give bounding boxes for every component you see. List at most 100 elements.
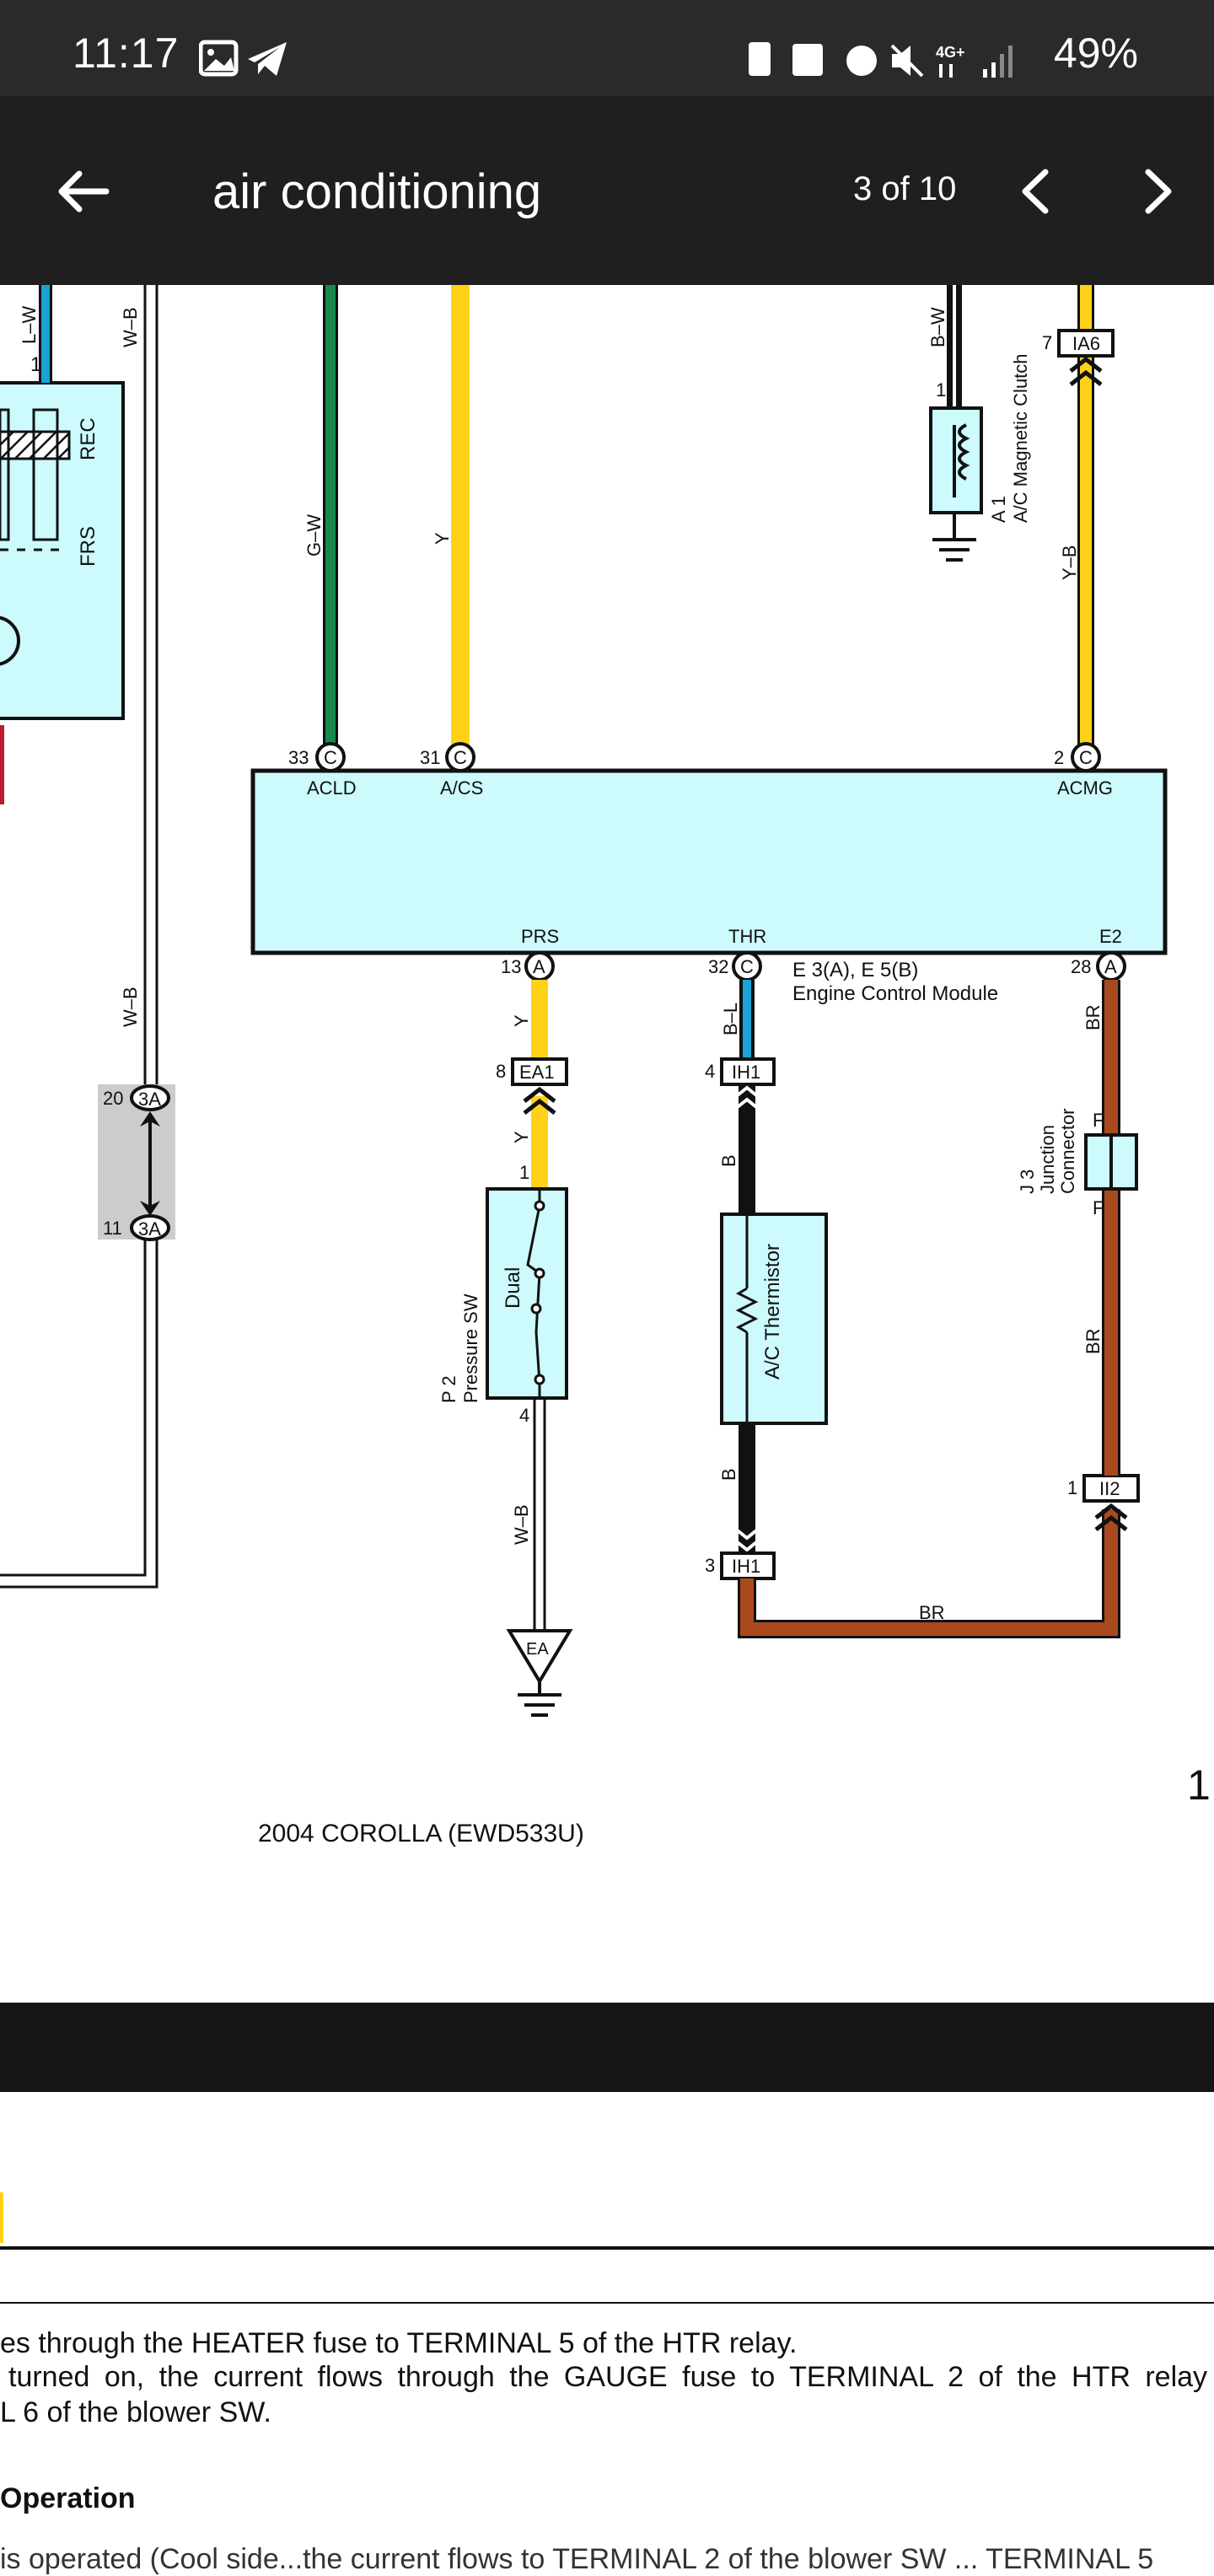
svg-text:2: 2 xyxy=(1054,747,1064,768)
svg-text:ACLD: ACLD xyxy=(307,777,357,799)
page-counter: 3 of 10 xyxy=(853,170,957,207)
conn-3a-2: 3A xyxy=(138,1218,161,1240)
wire-thr-lower: B IH1 3 xyxy=(705,1423,776,1580)
label-w-b-top: W–B xyxy=(120,307,141,347)
wire-y-top: Y xyxy=(432,285,470,745)
back-arrow-icon[interactable] xyxy=(54,162,113,221)
app-bar: air conditioning 3 of 10 xyxy=(0,96,1214,285)
clutch-pin-1: 1 xyxy=(936,379,946,401)
next-page-icon[interactable] xyxy=(1126,162,1185,221)
junction-id: J 3 xyxy=(1017,1170,1038,1194)
label-br-bottom: BR xyxy=(919,1602,945,1623)
label-y-top: Y xyxy=(432,532,453,545)
conn-ih1-top-pin: 4 xyxy=(705,1061,715,1082)
svg-text:A: A xyxy=(533,956,545,977)
svg-text:E2: E2 xyxy=(1099,926,1122,947)
conn-ia6-pin: 7 xyxy=(1042,332,1052,353)
conn-ia6: IA6 xyxy=(1072,333,1100,354)
pressure-pin-1: 1 xyxy=(519,1162,529,1183)
app-title: air conditioning xyxy=(212,164,542,219)
pressure-name: Pressure SW xyxy=(460,1293,481,1403)
pressure-pin-4: 4 xyxy=(519,1405,529,1426)
footer-model: 2004 COROLLA (EWD533U) xyxy=(258,1820,584,1847)
conn-3a-1-pin: 20 xyxy=(103,1088,123,1109)
junction-name1: Junction xyxy=(1037,1125,1058,1194)
conn-ii2-pin: 1 xyxy=(1067,1477,1077,1498)
wire-b-w: B–W 1 xyxy=(927,285,962,408)
label-br-e2: BR xyxy=(1082,1004,1104,1030)
svg-text:4G+: 4G+ xyxy=(936,44,965,61)
svg-text:31: 31 xyxy=(420,747,440,768)
label-y-prs1: Y xyxy=(511,1014,532,1027)
conn-ih1-bottom-pin: 3 xyxy=(705,1555,715,1576)
document-rule-2 xyxy=(0,2302,1214,2304)
building-icon xyxy=(792,44,823,76)
wire-w-b-left xyxy=(0,285,158,1589)
thermistor-name: A/C Thermistor xyxy=(761,1244,784,1379)
telegram-icon xyxy=(248,42,287,76)
ac-thermistor: A/C Thermistor xyxy=(720,1213,828,1425)
signal-icon xyxy=(983,46,1013,78)
status-bar: 11:17 4G+ 49% xyxy=(0,0,1214,96)
conn-3a-1: 3A xyxy=(138,1089,161,1110)
document-line-4: is operated (Cool side...the current flo… xyxy=(0,2543,1154,2575)
label-b-thr2: B xyxy=(718,1468,739,1481)
svg-text:32: 32 xyxy=(708,956,728,977)
wire-y-prs: Y EA1 8 Y 1 xyxy=(496,980,568,1187)
left-switch-box: 1 REC FRS xyxy=(0,353,125,720)
connector-3a-block: 3A 20 3A 11 xyxy=(98,1084,175,1241)
conn-ih1-top: IH1 xyxy=(732,1062,760,1083)
battery-percent: 49% xyxy=(1053,30,1138,77)
document-line-1: es through the HEATER fuse to TERMINAL 5… xyxy=(0,2327,798,2359)
ecm-top-pin-acld: C 33 ACLD xyxy=(288,742,357,799)
label-rec: REC xyxy=(77,417,99,460)
wire-w-b-ea: W–B EA xyxy=(506,1398,573,1717)
label-l-w: L–W xyxy=(19,306,40,344)
clutch-id: A 1 xyxy=(988,496,1009,523)
ecm-top-pin-acmg: C 2 ACMG xyxy=(1054,742,1113,799)
prev-page-icon[interactable] xyxy=(1008,162,1067,221)
svg-text:PRS: PRS xyxy=(521,926,559,947)
svg-text:C: C xyxy=(1079,747,1093,768)
pressure-id: P 2 xyxy=(438,1375,459,1403)
ecm-label-2: Engine Control Module xyxy=(792,982,998,1005)
label-w-b-mid: W–B xyxy=(120,987,141,1027)
conn-ea1: EA1 xyxy=(519,1062,555,1083)
label-b-thr1: B xyxy=(718,1154,739,1167)
svg-text:33: 33 xyxy=(288,747,309,768)
svg-text:ACMG: ACMG xyxy=(1057,777,1113,799)
conn-ii2: II2 xyxy=(1099,1478,1120,1499)
junction-f2: F xyxy=(1093,1197,1104,1218)
label-b-l: B–L xyxy=(720,1003,741,1035)
junction-name2: Connector xyxy=(1057,1108,1078,1194)
svg-text:A/CS: A/CS xyxy=(440,777,483,799)
svg-text:C: C xyxy=(324,747,337,768)
wire-thr: B–L IH1 4 B xyxy=(705,980,776,1214)
document-rule-1 xyxy=(0,2246,1214,2250)
clutch-name: A/C Magnetic Clutch xyxy=(1010,353,1031,523)
page-separator-band xyxy=(0,2003,1214,2092)
battery-saver-icon xyxy=(749,42,771,76)
wire-br: BR II2 1 BR BR xyxy=(738,980,1140,1638)
ecm-label-1: E 3(A), E 5(B) xyxy=(792,959,918,981)
svg-text:28: 28 xyxy=(1071,956,1091,977)
magnetic-clutch: A 1 A/C Magnetic Clutch xyxy=(929,353,1031,562)
junction-connector: F F J 3 Junction Connector xyxy=(1017,1108,1138,1218)
junction-f1: F xyxy=(1093,1110,1104,1131)
svg-text:THR: THR xyxy=(728,926,766,947)
wiring-diagram[interactable]: 1 REC FRS L–W W–B W–B 3A 20 3A 11 xyxy=(0,285,1214,1862)
alarm-icon xyxy=(846,46,877,76)
document-line-2: turned on, the current flows through the… xyxy=(8,2361,1208,2393)
conn-ea: EA xyxy=(526,1640,549,1659)
wire-l-w: L–W xyxy=(19,285,52,383)
label-g-w: G–W xyxy=(304,514,325,557)
label-y-b: Y–B xyxy=(1059,545,1080,580)
conn-ea1-pin: 8 xyxy=(496,1061,506,1082)
network-4g-icon: 4G+ xyxy=(936,44,965,78)
svg-text:A: A xyxy=(1104,956,1117,977)
wire-g-w: G–W xyxy=(304,285,338,745)
svg-text:C: C xyxy=(454,747,467,768)
conn-3a-2-pin: 11 xyxy=(103,1218,122,1239)
yellow-marker xyxy=(0,2192,3,2243)
document-line-3: L 6 of the blower SW. xyxy=(0,2396,271,2428)
